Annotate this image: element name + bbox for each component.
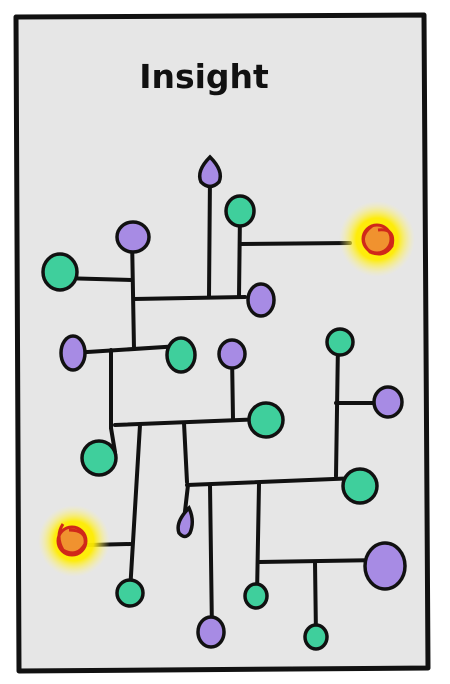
- connector: [238, 241, 352, 246]
- network-node: [41, 252, 79, 292]
- network-node: [217, 338, 247, 370]
- network-node: [165, 336, 197, 374]
- network-node: [247, 401, 285, 439]
- connector-lines: [58, 173, 390, 638]
- connector: [255, 482, 261, 597]
- network-node: [115, 220, 151, 254]
- network-node: [115, 578, 145, 608]
- network-node: [80, 439, 118, 477]
- connector: [130, 235, 136, 351]
- diagram-nodes: [41, 154, 407, 651]
- network-node: [341, 467, 379, 505]
- highlight-outline: [362, 224, 395, 256]
- connector: [185, 476, 360, 487]
- network-node: [224, 194, 256, 228]
- network-node: [196, 615, 226, 649]
- network-node: [176, 504, 194, 539]
- network-node: [325, 327, 355, 357]
- connector: [132, 295, 247, 301]
- network-node: [246, 282, 276, 318]
- connector: [182, 421, 189, 484]
- highlight-outline: [57, 523, 87, 555]
- network-node: [372, 385, 404, 419]
- connector: [70, 344, 182, 355]
- network-node: [363, 541, 407, 591]
- network-node: [59, 334, 87, 372]
- highlighted-node: [38, 505, 110, 577]
- connector: [207, 173, 212, 299]
- connector: [208, 483, 214, 634]
- connector: [128, 423, 142, 594]
- diagram-title: Insight: [139, 57, 269, 96]
- network-node: [197, 154, 223, 189]
- network-node: [243, 582, 269, 610]
- highlighted-node: [339, 201, 415, 277]
- connector: [334, 341, 340, 478]
- network-node: [303, 623, 329, 651]
- highlighted-nodes: [38, 201, 415, 577]
